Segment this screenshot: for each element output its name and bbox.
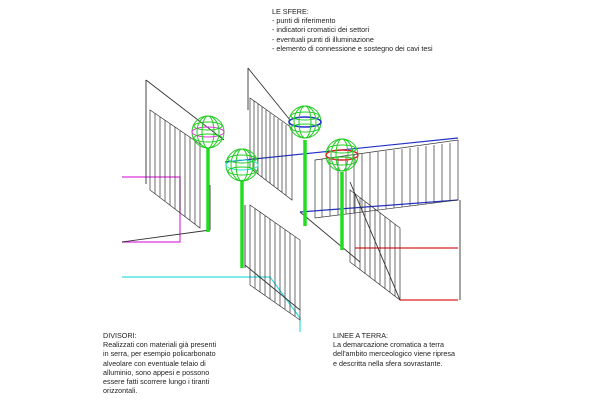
ground-lines-note: LINEE A TERRA: La demarcazione cromatica… bbox=[333, 331, 503, 368]
poles bbox=[206, 140, 344, 268]
divider-panel-right bbox=[314, 139, 459, 219]
dividers-note: DIVISORI: Realizzati con materiali già p… bbox=[103, 331, 273, 395]
frame-lines bbox=[121, 67, 461, 311]
sphere-3 bbox=[288, 105, 322, 139]
ground-lines-note-line: La demarcazione cromatica a terra bbox=[333, 340, 445, 350]
dividers-note-line: alluminio, sono appesi e possono bbox=[103, 367, 210, 377]
divider-panel-left bbox=[149, 109, 201, 229]
spheres-note: LE SFERE: - punti di riferimento - indic… bbox=[272, 7, 512, 53]
divider-panel-center bbox=[249, 97, 293, 201]
ground-lines-note-line: e descritta nella sfera sovrastante. bbox=[333, 358, 443, 368]
divider-panel-rear bbox=[349, 189, 401, 301]
spheres-note-item: - eventuali punti di illuminazione bbox=[272, 34, 374, 44]
sphere-1 bbox=[191, 115, 225, 149]
ground-lines-note-title: LINEE A TERRA: bbox=[333, 331, 388, 340]
sphere-2 bbox=[225, 148, 259, 182]
spheres-note-item: - indicatori cromatici dei settori bbox=[272, 25, 370, 35]
dividers-note-line: essere fatti scorrere lungo i tiranti bbox=[103, 377, 210, 387]
spheres-note-list: - punti di riferimento - indicatori crom… bbox=[272, 16, 512, 53]
spheres-note-title: LE SFERE: bbox=[272, 7, 309, 16]
sphere-4 bbox=[325, 138, 359, 172]
dividers-note-line: Realizzati con materiali già presenti bbox=[103, 340, 217, 350]
dividers-note-line: alveolare con eventuale telaio di bbox=[103, 358, 206, 368]
dividers-note-title: DIVISORI: bbox=[103, 331, 137, 340]
divider-panel-front bbox=[249, 204, 301, 321]
spheres-note-item: - elemento di connessione e sostegno dei… bbox=[272, 43, 433, 53]
ground-line-magenta bbox=[122, 176, 181, 243]
ground-line-cyan bbox=[122, 276, 301, 332]
dividers-note-line: in serra, per esempio policarbonato bbox=[103, 349, 216, 359]
dividers-note-line: orizzontali. bbox=[103, 386, 138, 396]
ground-line-blue bbox=[299, 199, 459, 213]
ground-lines-note-line: dell'ambito merceologico viene ripresa bbox=[333, 349, 456, 359]
spheres-note-item: - punti di riferimento bbox=[272, 16, 336, 26]
